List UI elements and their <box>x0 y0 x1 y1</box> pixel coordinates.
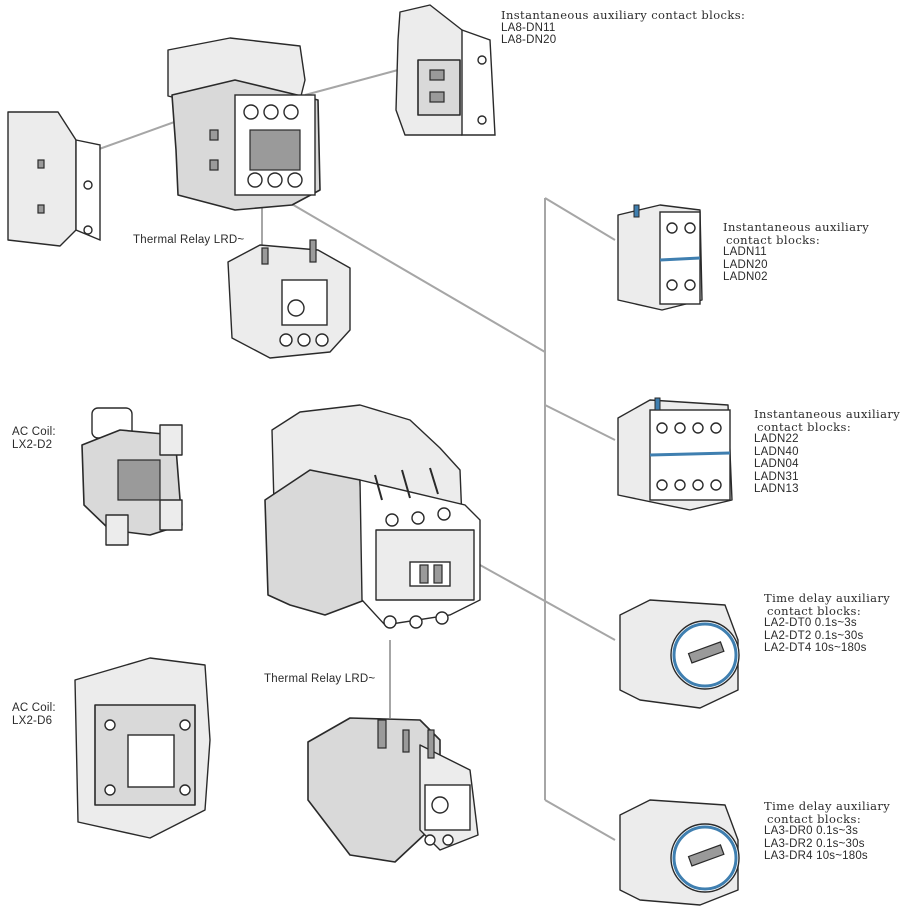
connector-timedelay-dr <box>544 799 616 841</box>
ac-coil-d2 <box>81 407 183 546</box>
connector-lines <box>87 69 616 841</box>
label-timedelay-dt: Time delay auxiliary contact blocks: LA2… <box>764 592 890 655</box>
connector-diagonal-main <box>289 202 546 353</box>
label-coil-d2: AC Coil: LX2-D2 <box>12 426 56 451</box>
label-timedelay-dr-line: LA3-DR4 10s~180s <box>764 850 868 862</box>
connector-ladn-b <box>544 404 616 441</box>
label-timedelay-dr-line: LA3-DR2 0.1s~30s <box>764 837 865 850</box>
label-ladn-a-line: LADN20 <box>723 258 768 271</box>
top-contactor <box>167 37 321 211</box>
label-ladn-a-title: contact blocks: <box>726 232 821 247</box>
label-ladn-a-line: LADN02 <box>723 271 768 283</box>
la8-block <box>395 4 496 136</box>
side-auxiliary-block <box>7 111 101 247</box>
label-thermal-top: Thermal Relay LRD~ <box>133 234 245 246</box>
label-ladn-b: Instantaneous auxiliary contact blocks: … <box>754 408 900 496</box>
label-timedelay-dr-title: Time delay auxiliary <box>764 799 891 813</box>
main-contactor <box>264 404 481 629</box>
connector-timedelay-dt <box>479 564 616 641</box>
label-coil-d2-line: AC Coil: <box>12 426 56 438</box>
thermal-relay-top <box>227 239 351 359</box>
connector-ladn-a <box>544 197 616 241</box>
label-timedelay-dt-line: LA2-DT2 0.1s~30s <box>764 629 864 642</box>
label-ladn-b-line: LADN04 <box>754 458 799 470</box>
label-ladn-b-line: LADN13 <box>754 483 799 495</box>
label-ladn-b-line: LADN31 <box>754 470 799 483</box>
label-la8-line: LA8-DN20 <box>501 34 557 46</box>
label-timedelay-dt-line: LA2-DT0 0.1s~3s <box>764 617 857 629</box>
connector-side-block <box>87 119 181 154</box>
connector-la8 <box>304 69 399 96</box>
label-timedelay-dr: Time delay auxiliary contact blocks: LA3… <box>764 800 890 863</box>
label-ladn-a: Instantaneous auxiliary contact blocks: … <box>723 221 869 284</box>
label-ladn-b-line: LADN40 <box>754 445 799 458</box>
label-thermal-bottom: Thermal Relay LRD~ <box>264 673 376 685</box>
label-timedelay-dt-line: LA2-DT4 10s~180s <box>764 642 867 654</box>
timedelay-block-dr <box>619 799 740 906</box>
label-ladn-b-title: contact blocks: <box>757 419 852 434</box>
label-coil-d6: AC Coil: LX2-D6 <box>12 702 56 727</box>
label-timedelay-dt-title: Time delay auxiliary <box>764 591 891 605</box>
label-ladn-b-line: LADN22 <box>754 433 799 445</box>
label-la8: Instantaneous auxiliary contact blocks: … <box>501 9 745 47</box>
label-timedelay-dt-title: contact blocks: <box>767 603 862 618</box>
label-ladn-a-line: LADN11 <box>723 246 767 258</box>
label-coil-d6-line: LX2-D6 <box>12 714 53 727</box>
label-la8-line: LA8-DN11 <box>501 21 556 34</box>
label-coil-d2-line: LX2-D2 <box>12 438 53 451</box>
label-ladn-a-title: Instantaneous auxiliary <box>723 220 870 234</box>
ac-coil-d6 <box>74 657 211 839</box>
label-ladn-b-title: Instantaneous auxiliary <box>754 407 901 421</box>
timedelay-block-dt <box>619 599 740 709</box>
label-coil-d6-line: AC Coil: <box>12 702 56 714</box>
thermal-relay-bottom <box>307 717 479 863</box>
ladn-block-b <box>617 397 733 511</box>
label-timedelay-dr-line: LA3-DR0 0.1s~3s <box>764 825 859 837</box>
label-timedelay-dr-title: contact blocks: <box>767 811 862 826</box>
label-la8-title: Instantaneous auxiliary contact blocks: <box>501 8 746 22</box>
ladn-block-a <box>617 204 703 311</box>
